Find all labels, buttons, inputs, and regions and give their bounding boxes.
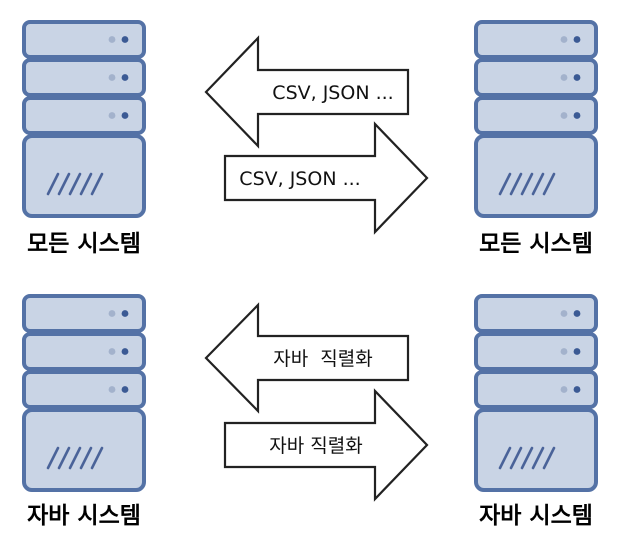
bottom-left-system-label: 자바 시스템: [27, 503, 141, 529]
server-rack-icon: [474, 20, 598, 218]
server-rack-icon: [474, 294, 598, 492]
top-right-arrow-label: CSV, JSON ...: [239, 168, 360, 190]
server-rack-icon: [22, 294, 146, 492]
bottom-right-arrow-label: 자바 직렬화: [269, 435, 362, 457]
top-right-system-label: 모든 시스템: [479, 231, 593, 257]
bottom-right-system-label: 자바 시스템: [479, 503, 593, 529]
server-rack-icon: [22, 20, 146, 218]
right-arrow-icon: [223, 121, 429, 235]
right-arrow-icon: [223, 388, 429, 502]
left-arrow-icon: [204, 35, 410, 149]
top-left-arrow-label: CSV, JSON ...: [272, 82, 393, 104]
top-left-system-label: 모든 시스템: [27, 231, 141, 257]
left-arrow-icon: [204, 302, 410, 414]
bottom-left-arrow-label: 자바 직렬화: [273, 348, 372, 370]
